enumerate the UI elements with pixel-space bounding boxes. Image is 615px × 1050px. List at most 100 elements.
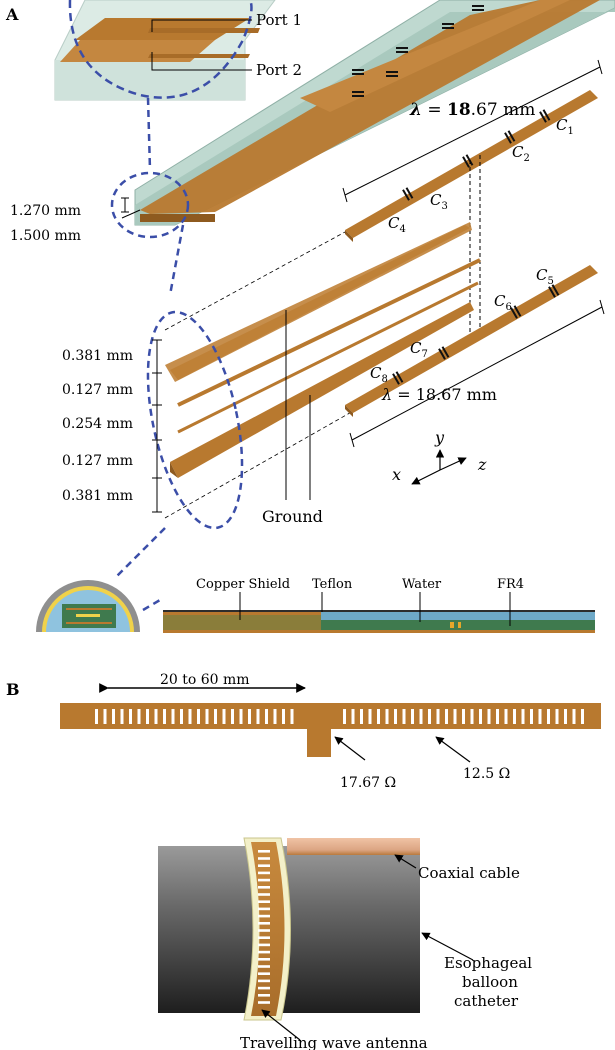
antenna-slot xyxy=(487,709,491,724)
catheter-slot xyxy=(258,965,270,968)
antenna-slot xyxy=(581,709,584,724)
antenna-slot xyxy=(180,709,183,724)
antenna-slot xyxy=(504,709,508,724)
c6-label: C6 xyxy=(494,292,512,313)
catheter-slot xyxy=(258,958,270,961)
cross-connector xyxy=(114,527,166,579)
imp-left-arrow xyxy=(334,736,366,761)
antenna-slot xyxy=(154,709,158,724)
layer-dim-4: 0.381 mm xyxy=(62,488,133,504)
inset-dashed-circle xyxy=(68,0,253,99)
catheter-slot xyxy=(258,857,270,860)
substrate-bar xyxy=(134,0,615,226)
antenna-slot xyxy=(402,709,406,724)
catheter-slot xyxy=(258,986,270,990)
antenna-slot xyxy=(564,709,567,724)
panel-a-letter: A xyxy=(5,5,19,24)
fr4-label: FR4 xyxy=(497,577,524,592)
catheter-slot xyxy=(258,943,270,947)
c3-label: C3 xyxy=(430,191,448,212)
lambda-bottom-label: λ = 18.67 mm xyxy=(381,385,497,404)
ground-leaders xyxy=(285,310,311,500)
antenna-slot xyxy=(343,709,346,724)
catheter-illustration xyxy=(158,837,420,1021)
antenna-slot xyxy=(95,709,98,724)
catheter-slot xyxy=(258,878,270,882)
water-label: Water xyxy=(402,577,442,592)
impedance-left-label: 17.67 Ω xyxy=(340,775,396,791)
cross-connector-2 xyxy=(142,598,161,612)
antenna-slot xyxy=(530,709,533,724)
antenna-slot xyxy=(248,709,251,724)
antenna-slots-left xyxy=(95,709,294,724)
catheter-slot xyxy=(258,871,270,875)
c2-label: C2 xyxy=(512,143,530,164)
antenna-slot xyxy=(377,709,380,724)
c4-label: C4 xyxy=(388,214,406,235)
antenna-slots-right xyxy=(343,709,584,724)
catheter-slot xyxy=(258,936,270,939)
lower-strip-gaps xyxy=(392,284,560,385)
layer-guides xyxy=(164,231,356,519)
axis-y-label: y xyxy=(434,428,445,447)
antenna-label: Travelling wave antenna xyxy=(240,1034,428,1050)
antenna-slot xyxy=(394,709,397,724)
axis-x-label: x xyxy=(392,465,401,484)
dim-1500: 1.500 mm xyxy=(10,228,81,244)
antenna-slot xyxy=(290,709,294,724)
substrate-dim-marks xyxy=(121,197,141,219)
circle-connector xyxy=(168,224,185,296)
layer-dim-1: 0.127 mm xyxy=(62,382,133,398)
antenna-slot xyxy=(222,709,226,724)
antenna-slot xyxy=(411,709,414,724)
port-inset xyxy=(54,0,276,101)
port-leaders xyxy=(151,19,252,71)
catheter-label-0: Esophageal xyxy=(444,954,532,972)
antenna-slot xyxy=(385,709,389,724)
antenna-slot xyxy=(256,709,260,724)
antenna-slot xyxy=(103,709,107,724)
antenna-slot xyxy=(470,709,474,724)
substrate-end-circle xyxy=(110,171,190,239)
range-label: 20 to 60 mm xyxy=(160,672,250,688)
antenna-slot xyxy=(555,709,559,724)
antenna-slot xyxy=(214,709,217,724)
layer-dim-3: 0.127 mm xyxy=(62,453,133,469)
port1-label: Port 1 xyxy=(256,11,302,29)
catheter-antenna-slots xyxy=(258,850,270,1004)
substrate-capacitors xyxy=(352,5,484,97)
antenna-slot xyxy=(538,709,542,724)
coax-arrow xyxy=(394,854,417,869)
antenna-slot xyxy=(163,709,166,724)
antenna-slot xyxy=(360,709,363,724)
catheter-slot xyxy=(258,1001,270,1004)
antenna-slot xyxy=(112,709,115,724)
inset-connector xyxy=(146,97,152,171)
antenna-slot xyxy=(129,709,132,724)
antenna-slot xyxy=(120,709,124,724)
antenna-slot xyxy=(146,709,149,724)
antenna-slot xyxy=(547,709,550,724)
c7-label: C7 xyxy=(410,339,428,360)
catheter-slot xyxy=(258,914,270,918)
c1-label: C1 xyxy=(556,116,574,137)
catheter-slot xyxy=(258,929,270,932)
teflon-label: Teflon xyxy=(312,577,353,592)
antenna-slot xyxy=(419,709,423,724)
antenna-slot xyxy=(572,709,576,724)
antenna-slot xyxy=(231,709,234,724)
antenna-slot xyxy=(273,709,277,724)
lambda-bottom-dimline xyxy=(349,299,605,448)
antenna-slot xyxy=(428,709,431,724)
catheter-label-2: catheter xyxy=(454,992,519,1010)
dim-1270: 1.270 mm xyxy=(10,203,81,219)
layer-strips xyxy=(165,222,481,478)
c5-label: C5 xyxy=(536,266,554,287)
layer-dim-0: 0.381 mm xyxy=(62,348,133,364)
antenna-slot xyxy=(197,709,200,724)
linear-cross-section xyxy=(163,610,595,633)
antenna-slot xyxy=(513,709,516,724)
catheter-arrow xyxy=(421,932,474,961)
